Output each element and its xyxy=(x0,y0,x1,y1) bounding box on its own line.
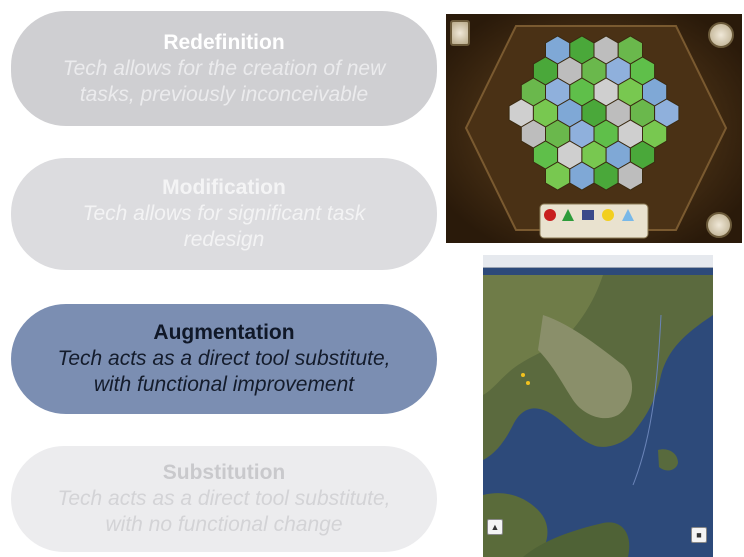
page-icon[interactable]: ■ xyxy=(691,527,707,543)
wheat-resource-icon xyxy=(602,209,614,221)
modification-desc-line2: redesign xyxy=(183,228,265,251)
modification-card: Modification Tech allows for significant… xyxy=(11,158,437,270)
location-icon[interactable]: ▲ xyxy=(487,519,503,535)
augmentation-desc-line1: Tech acts as a direct tool substitute, xyxy=(57,347,391,370)
tablet-map-screenshot: ▲ ■ xyxy=(483,255,713,557)
menu-icon[interactable] xyxy=(450,20,470,46)
hex-tile[interactable] xyxy=(617,161,643,191)
augmentation-title: Augmentation xyxy=(153,321,295,344)
board-game-screenshot xyxy=(446,14,742,243)
redefinition-desc-line2: tasks, previously inconceivable xyxy=(79,82,369,106)
brick-resource-icon xyxy=(544,209,556,221)
satellite-map xyxy=(483,255,713,557)
substitution-title: Substitution xyxy=(162,461,286,484)
dice-icon[interactable] xyxy=(706,212,732,238)
substitution-desc-line1: Tech acts as a direct tool substitute, xyxy=(57,487,391,510)
redefinition-card: Redefinition Tech allows for the creatio… xyxy=(11,11,437,126)
hex-board xyxy=(446,14,742,243)
modification-desc-line1: Tech allows for significant task xyxy=(82,202,366,225)
wood-resource-icon xyxy=(562,209,574,221)
ore-resource-icon xyxy=(582,210,594,220)
redefinition-desc-line1: Tech allows for the creation of new xyxy=(62,56,386,80)
augmentation-desc-line2: with functional improvement xyxy=(93,373,355,396)
substitution-desc-line2: with no functional change xyxy=(105,513,343,536)
status-bar xyxy=(483,255,713,268)
wool-resource-icon xyxy=(622,209,634,221)
gear-icon[interactable] xyxy=(708,22,734,48)
hex-tiles xyxy=(508,35,680,191)
augmentation-card: Augmentation Tech acts as a direct tool … xyxy=(11,304,437,414)
redefinition-title: Redefinition xyxy=(163,30,285,54)
substitution-card: Substitution Tech acts as a direct tool … xyxy=(11,446,437,552)
modification-title: Modification xyxy=(162,176,286,199)
